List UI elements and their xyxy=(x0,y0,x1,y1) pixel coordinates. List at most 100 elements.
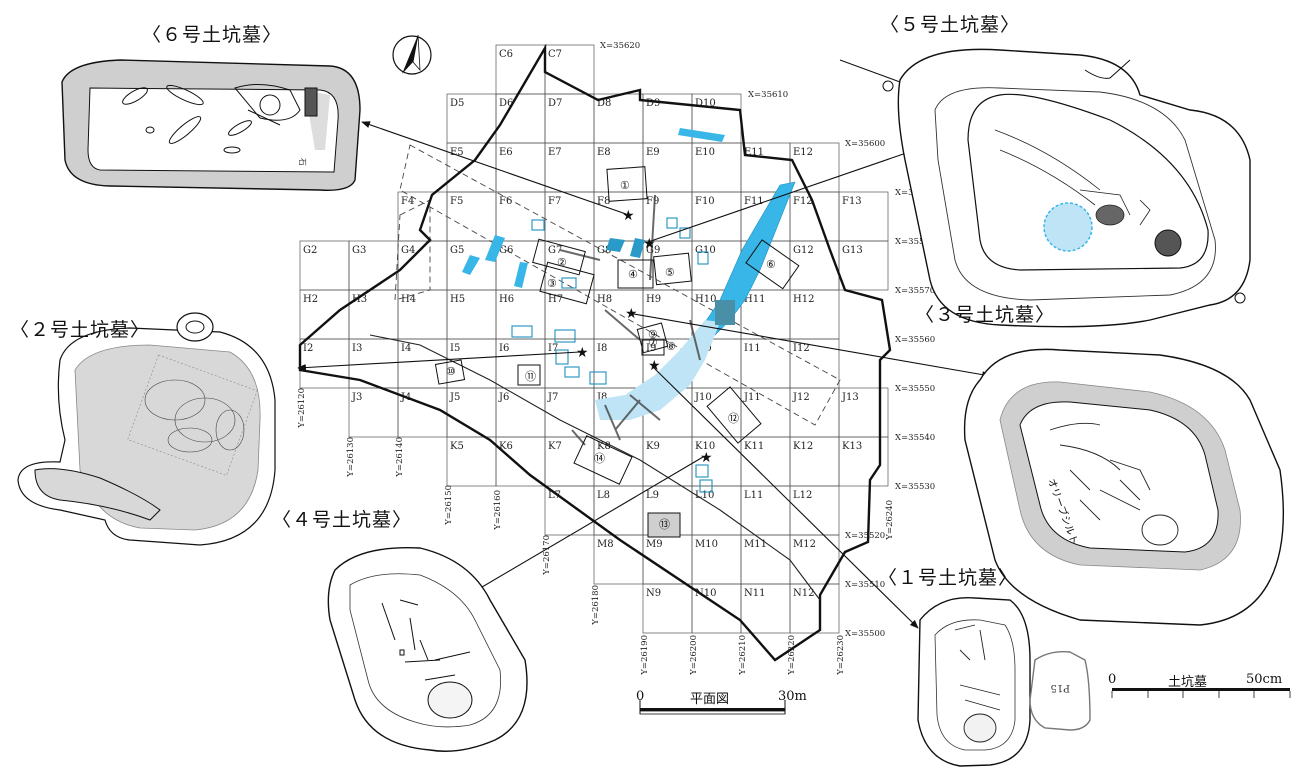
grid-cell-label: L8 xyxy=(597,490,610,501)
x-coordinate-label: X=35540 xyxy=(895,433,935,443)
grid-cell-label: C7 xyxy=(548,49,562,60)
grid-cell-label: I3 xyxy=(352,343,362,354)
x-coordinate-label: X=35580 xyxy=(895,237,935,247)
feature-outlines xyxy=(434,166,800,538)
grid-cell-label: K12 xyxy=(793,441,813,452)
grid-cell-label: E7 xyxy=(548,147,562,158)
grid-cell-label: D10 xyxy=(695,98,716,109)
pit3-title: 〈３号土坑墓〉 xyxy=(915,304,1056,326)
grid-cell-label: H10 xyxy=(695,294,716,305)
feature-number: ⑦ xyxy=(648,336,658,349)
y-coordinate-label: Y=26190 xyxy=(640,635,650,676)
grid-cell-label: L9 xyxy=(646,490,659,501)
grid-cell-label: F5 xyxy=(450,196,463,207)
grid-cell-label: J13 xyxy=(841,392,859,403)
pit-scale-label: 土坑墓 xyxy=(1168,675,1207,690)
feature-number: ⑩ xyxy=(446,365,456,378)
grid-cell-label: N12 xyxy=(793,588,814,599)
feature-number: ⑧ xyxy=(666,340,676,353)
grid-cell-label: E8 xyxy=(597,147,611,158)
grid-cell-label: D7 xyxy=(548,98,562,109)
pit4-title: 〈４号土坑墓〉 xyxy=(272,509,413,531)
grid-cell-label: J3 xyxy=(351,392,362,403)
y-coordinate-label: Y=26180 xyxy=(591,585,601,626)
grid-cell-label: F7 xyxy=(548,196,561,207)
grid-cell-label: M11 xyxy=(744,539,767,550)
trench-outline xyxy=(394,144,841,426)
grid-cell-label: M12 xyxy=(793,539,816,550)
grid-cell-label: K10 xyxy=(695,441,715,452)
x-coordinate-label: X=35620 xyxy=(600,41,640,51)
grid-cell-label: D5 xyxy=(450,98,464,109)
y-coordinate-label: Y=26130 xyxy=(346,437,356,478)
pit2-drawing xyxy=(17,312,276,546)
x-coordinate-label: X=35500 xyxy=(845,629,885,639)
grid-cell-label: H4 xyxy=(401,294,416,305)
feature-number: ⑫ xyxy=(728,412,739,425)
grid-cell-label: F13 xyxy=(842,196,862,207)
feature-number: ⑬ xyxy=(659,518,670,531)
grid-cell-label: F11 xyxy=(744,196,764,207)
grid-cell-label: E5 xyxy=(450,147,464,158)
feature-number: ⑤ xyxy=(665,266,675,279)
grid-cell-label: F12 xyxy=(793,196,813,207)
svg-text:石: 石 xyxy=(298,158,307,166)
y-coordinate-label: Y=26200 xyxy=(689,635,699,676)
grid-cell-label: L12 xyxy=(793,490,812,501)
grid-cell-label: H7 xyxy=(548,294,563,305)
grid-cell-label: L7 xyxy=(548,490,561,501)
pit4-drawing xyxy=(327,546,528,752)
feature-number: ① xyxy=(620,179,630,192)
grid-cell-label: K11 xyxy=(744,441,764,452)
x-coordinate-label: X=35610 xyxy=(748,90,788,100)
x-coordinate-labels: X=35620X=35610X=35600X=35590X=35580X=355… xyxy=(600,41,935,639)
grid-cell-label: E12 xyxy=(793,147,813,158)
grid-cell-label: G9 xyxy=(646,245,660,256)
feature-number: ⑥ xyxy=(766,258,776,271)
svg-text:★: ★ xyxy=(643,236,656,252)
plan-scale-bar: 0 平面図 30m xyxy=(636,689,807,715)
feature-number: ② xyxy=(557,256,567,269)
grid-cell-label: G2 xyxy=(303,245,317,256)
grid-cell-label: I5 xyxy=(450,343,460,354)
grid-cell-label: L10 xyxy=(695,490,714,501)
excavation-boundary xyxy=(298,43,892,662)
svg-text:★: ★ xyxy=(576,345,589,361)
grid-cell-label: H6 xyxy=(499,294,514,305)
water-channel xyxy=(462,128,796,420)
svg-text:★: ★ xyxy=(648,358,661,374)
grid-cell-label: H5 xyxy=(450,294,465,305)
pit5-drawing xyxy=(839,48,1251,328)
feature-number: ⑨ xyxy=(648,328,658,341)
grid-cell-label: I11 xyxy=(744,343,761,354)
grid-cell-label: E11 xyxy=(744,147,764,158)
pit6-title: 〈６号土坑墓〉 xyxy=(142,24,283,46)
grid-cell-label: D8 xyxy=(597,98,611,109)
grid-cell-label: G12 xyxy=(793,245,814,256)
y-coordinate-label: Y=26150 xyxy=(444,485,454,526)
y-coordinate-label: Y=26160 xyxy=(493,490,503,531)
grid-cell-label: J7 xyxy=(547,392,558,403)
disturbance-marks xyxy=(559,194,701,446)
grid-cell-label: F8 xyxy=(597,196,610,207)
grid-cell-label: C6 xyxy=(499,49,513,60)
grid-cell xyxy=(838,240,889,291)
grid-cell-label: H11 xyxy=(744,294,765,305)
grid-cell-label: N9 xyxy=(646,588,661,599)
grid-cell-label: J12 xyxy=(792,392,810,403)
grid-cell-label: F10 xyxy=(695,196,715,207)
pit-scale-max: 50cm xyxy=(1246,672,1282,687)
x-coordinate-label: X=35530 xyxy=(895,482,935,492)
inner-boundary xyxy=(369,334,821,601)
grid-cell-label: N11 xyxy=(744,588,765,599)
grid-cell-label: G7 xyxy=(548,245,562,256)
grid-cell-label: G10 xyxy=(695,245,716,256)
plan-scale-max: 30m xyxy=(778,689,807,704)
x-coordinate-label: X=35510 xyxy=(845,580,885,590)
pointer-arrows xyxy=(297,121,991,629)
pit6-drawing: 石 xyxy=(61,59,361,191)
feature-number: ⑪ xyxy=(525,370,536,383)
